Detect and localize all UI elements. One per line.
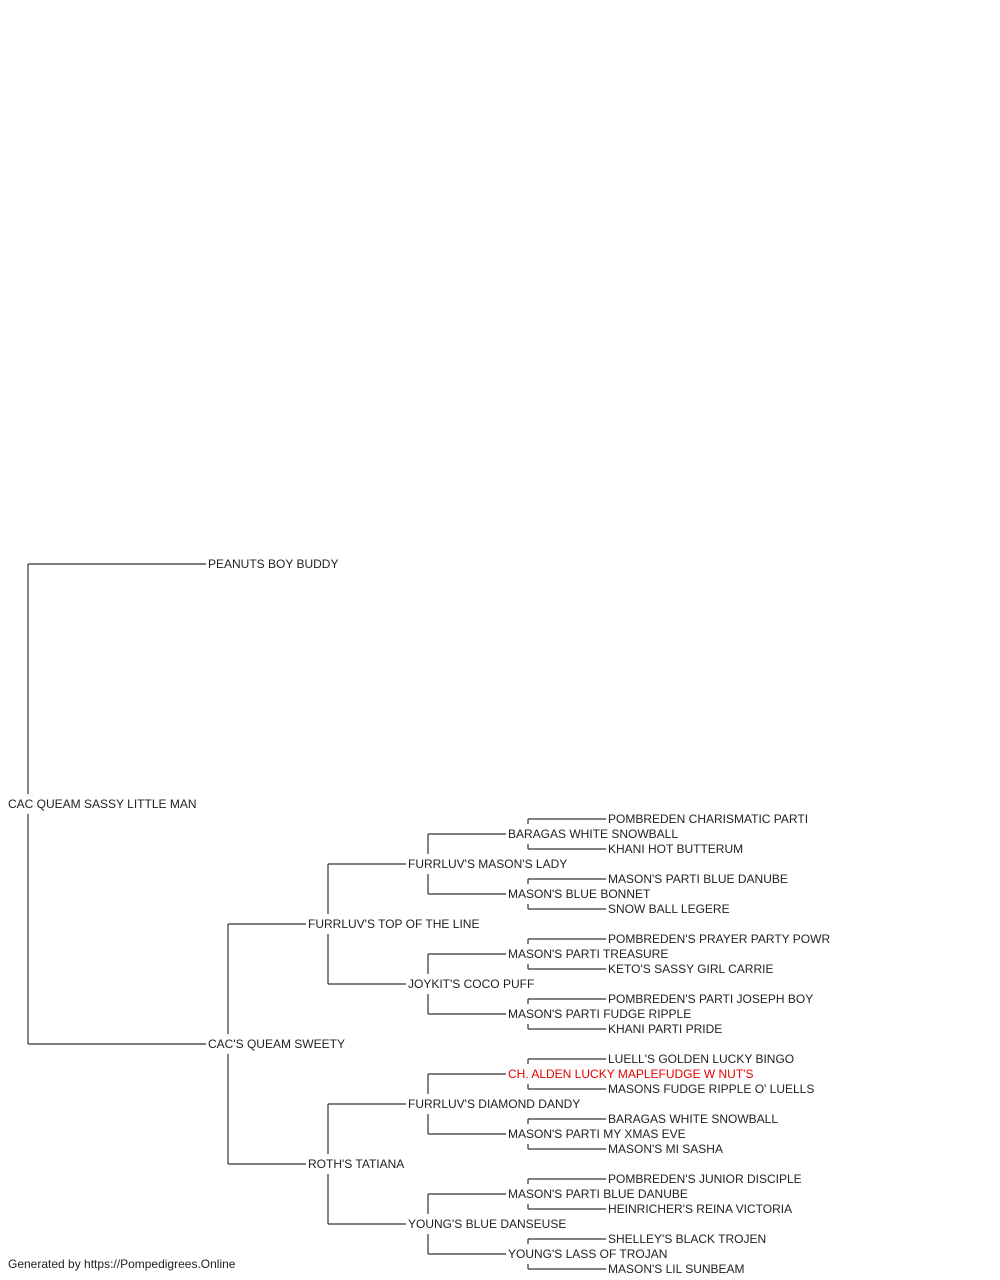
generated-by-footer: Generated by https://Pompedigrees.Online xyxy=(8,1257,236,1271)
dog-name-label: FURRLUV'S DIAMOND DANDY xyxy=(408,1097,580,1111)
dog-name-label: POMBREDEN'S PARTI JOSEPH BOY xyxy=(608,992,813,1006)
dog-name-label: FURRLUV'S MASON'S LADY xyxy=(408,857,567,871)
dog-name-label: POMBREDEN CHARISMATIC PARTI xyxy=(608,812,808,826)
dog-name-label: BARAGAS WHITE SNOWBALL xyxy=(608,1112,778,1126)
dog-name-label: MASON'S LIL SUNBEAM xyxy=(608,1262,745,1276)
dog-name-label: PEANUTS BOY BUDDY xyxy=(208,557,338,571)
dog-name-label: MASON'S PARTI FUDGE RIPPLE xyxy=(508,1007,691,1021)
dog-name-label: HEINRICHER'S REINA VICTORIA xyxy=(608,1202,792,1216)
dog-name-label: FURRLUV'S TOP OF THE LINE xyxy=(308,917,479,931)
dog-name-label: CH. ALDEN LUCKY MAPLEFUDGE W NUT'S xyxy=(508,1067,753,1081)
dog-name-label: MASON'S PARTI BLUE DANUBE xyxy=(508,1187,688,1201)
dog-name-label: KHANI HOT BUTTERUM xyxy=(608,842,743,856)
dog-name-label: MASON'S PARTI BLUE DANUBE xyxy=(608,872,788,886)
dog-name-label: JOYKIT'S COCO PUFF xyxy=(408,977,534,991)
dog-name-label: CAC QUEAM SASSY LITTLE MAN xyxy=(8,797,197,811)
dog-name-label: POMBREDEN'S PRAYER PARTY POWR xyxy=(608,932,830,946)
dog-name-label: BARAGAS WHITE SNOWBALL xyxy=(508,827,678,841)
dog-name-label: MASON'S PARTI TREASURE xyxy=(508,947,668,961)
dog-name-label: YOUNG'S LASS OF TROJAN xyxy=(508,1247,667,1261)
dog-name-label: SNOW BALL LEGERE xyxy=(608,902,730,916)
dog-name-label: MASONS FUDGE RIPPLE O' LUELLS xyxy=(608,1082,814,1096)
dog-name-label: CAC'S QUEAM SWEETY xyxy=(208,1037,345,1051)
dog-name-label: YOUNG'S BLUE DANSEUSE xyxy=(408,1217,566,1231)
dog-name-label: KHANI PARTI PRIDE xyxy=(608,1022,722,1036)
dog-name-label: SHELLEY'S BLACK TROJEN xyxy=(608,1232,766,1246)
dog-name-label: MASON'S MI SASHA xyxy=(608,1142,723,1156)
dog-name-label: MASON'S PARTI MY XMAS EVE xyxy=(508,1127,686,1141)
dog-name-label: POMBREDEN'S JUNIOR DISCIPLE xyxy=(608,1172,802,1186)
dog-name-label: LUELL'S GOLDEN LUCKY BINGO xyxy=(608,1052,794,1066)
dog-name-label: KETO'S SASSY GIRL CARRIE xyxy=(608,962,773,976)
dog-name-label: ROTH'S TATIANA xyxy=(308,1157,404,1171)
dog-name-label: MASON'S BLUE BONNET xyxy=(508,887,651,901)
